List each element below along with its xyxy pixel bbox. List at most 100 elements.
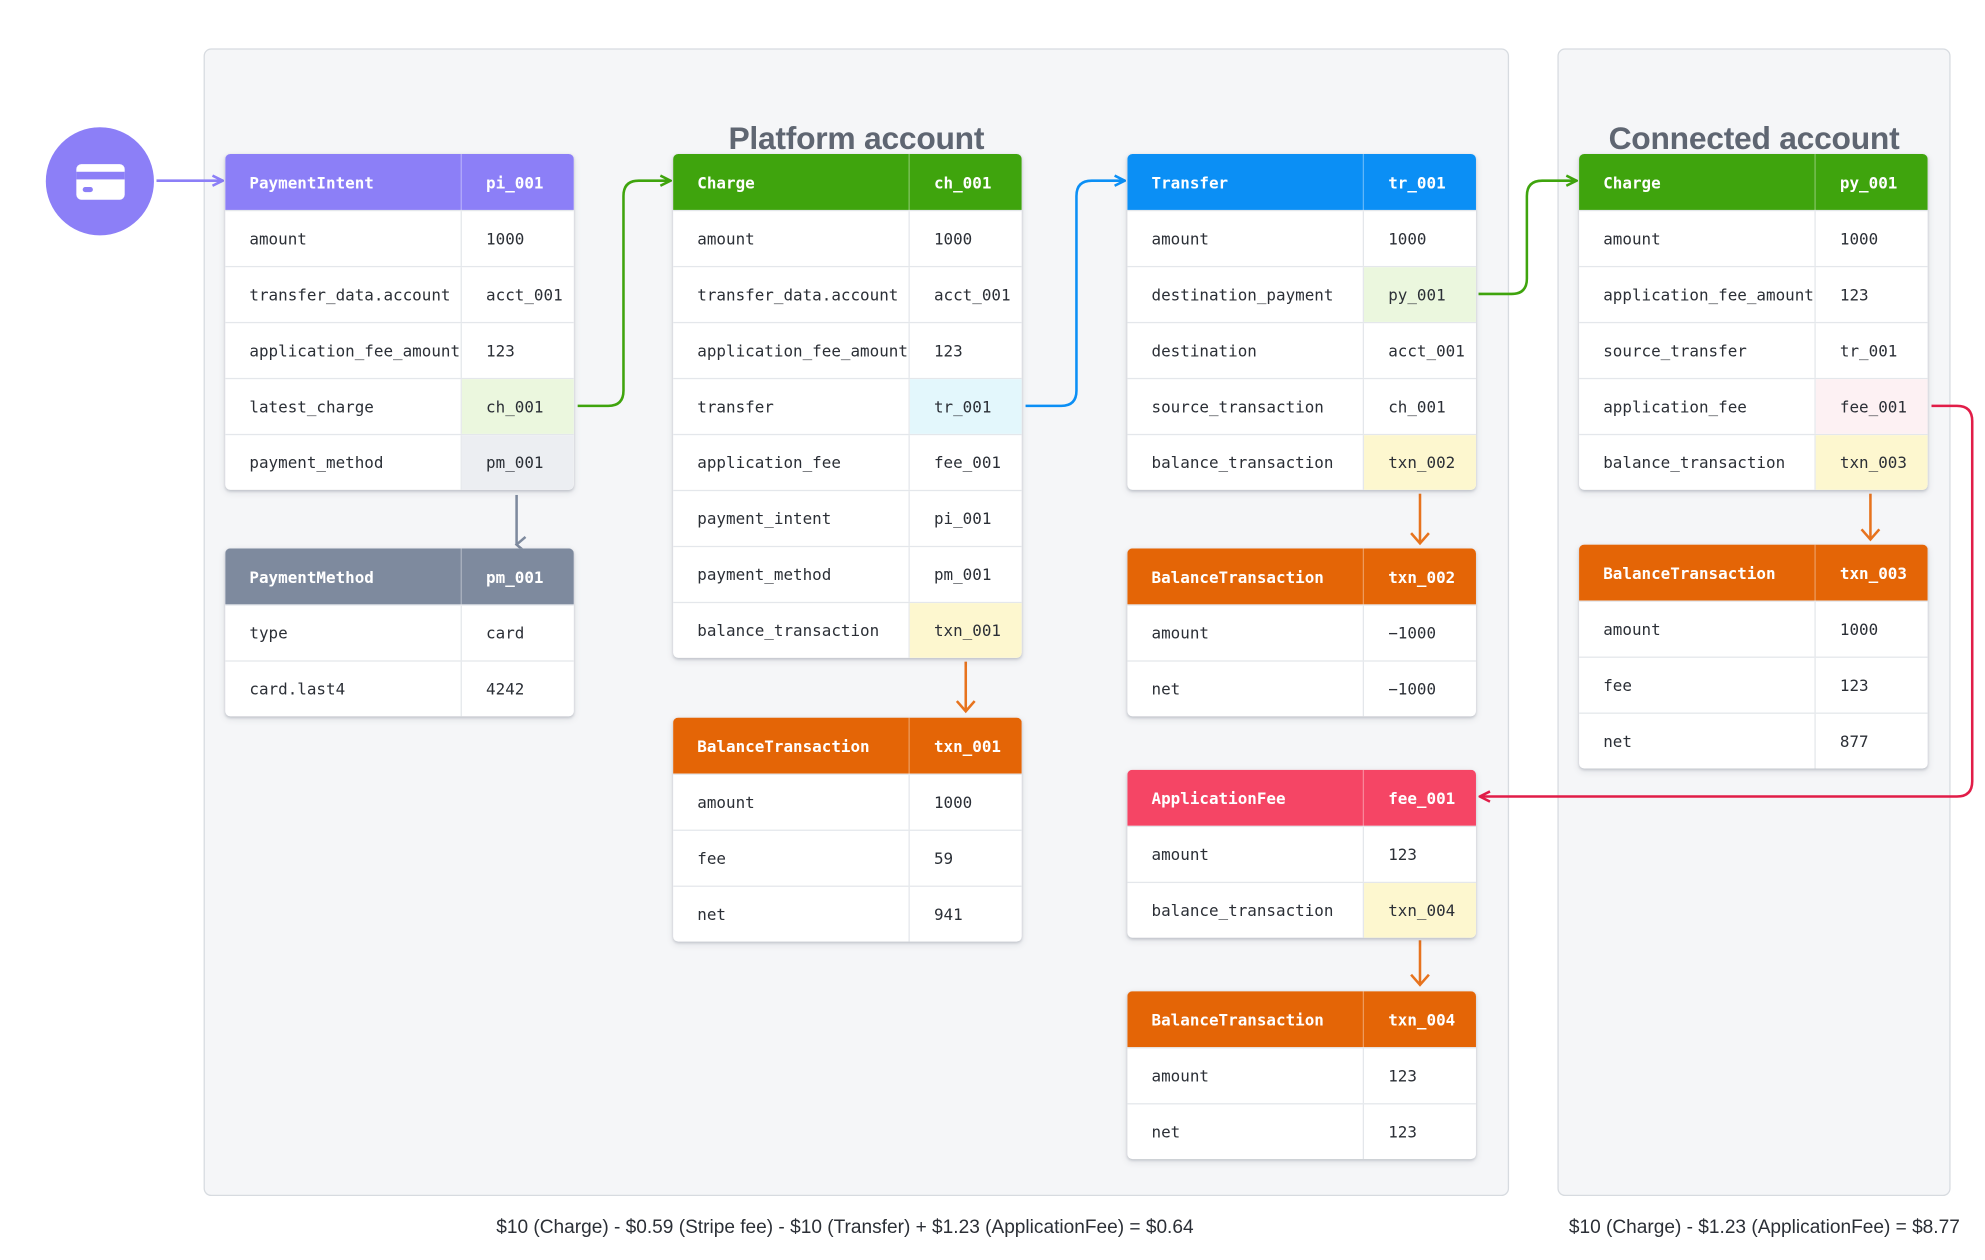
field-name: balance_transaction [1127, 435, 1365, 490]
field-value: 941 [933, 904, 963, 924]
object-field-row: amount −1000 [1127, 604, 1476, 661]
field-name: fee [673, 830, 910, 886]
field-name: amount [673, 774, 910, 830]
field-name: application_fee [1579, 379, 1816, 434]
field-name: payment_intent [673, 491, 910, 546]
field-value: fee_001 [1815, 379, 1928, 434]
field-value: txn_001 [909, 603, 1022, 658]
field-value: −1000 [1388, 679, 1437, 699]
field-value: −1000 [1388, 623, 1437, 643]
object-field-row: fee 59 [673, 829, 1022, 886]
field-name: application_fee_amount [1579, 267, 1816, 322]
field-value: 123 [1388, 844, 1417, 864]
object-field-row: source_transfer tr_001 [1579, 321, 1928, 378]
object-id-label: fee_001 [1388, 788, 1456, 808]
field-name: payment_method [673, 547, 910, 602]
field-value: py_001 [1364, 267, 1476, 322]
payment-card-badge [45, 127, 154, 236]
arrow-connected-charge-to-balance-txn-003 [1860, 493, 1881, 542]
object-type-label: BalanceTransaction [1127, 991, 1365, 1048]
field-name: amount [1127, 605, 1365, 661]
field-name: source_transaction [1127, 379, 1365, 434]
object-id-label: txn_003 [1839, 563, 1907, 583]
field-name: net [1579, 713, 1816, 769]
field-value: txn_003 [1815, 435, 1928, 490]
field-value: 123 [1388, 1122, 1417, 1142]
object-field-row: source_transaction ch_001 [1127, 377, 1476, 434]
object-type-label: ApplicationFee [1127, 769, 1365, 826]
object-type-label: PaymentIntent [225, 153, 462, 210]
object-id-label: txn_004 [1388, 1009, 1456, 1029]
field-value: fee_001 [933, 452, 1001, 473]
object-id-label: tr_001 [1388, 172, 1446, 192]
field-value: 123 [486, 341, 515, 361]
platform-account-title: Platform account [728, 120, 985, 157]
object-type-label: BalanceTransaction [673, 717, 910, 774]
field-name: transfer [673, 379, 910, 434]
field-name: source_transfer [1579, 323, 1816, 378]
field-name: amount [1127, 211, 1365, 266]
object-field-row: amount 1000 [1127, 209, 1476, 266]
field-name: fee [1579, 657, 1816, 713]
field-value: acct_001 [933, 285, 1011, 305]
arrow-destinationpayment-to-connected-charge [1478, 181, 1577, 296]
field-name: destination [1127, 323, 1365, 378]
object-id-label: pi_001 [486, 172, 544, 192]
field-name: balance_transaction [673, 603, 910, 658]
field-value: 123 [1839, 285, 1869, 305]
field-name: balance_transaction [1127, 883, 1365, 938]
field-value: acct_001 [486, 285, 563, 305]
object-type-label: BalanceTransaction [1579, 544, 1816, 601]
field-value: acct_001 [1388, 341, 1465, 361]
field-value: tr_001 [1839, 341, 1898, 361]
field-name: application_fee_amount [673, 323, 910, 378]
field-name: amount [1579, 211, 1816, 266]
field-value: 1000 [1388, 229, 1427, 249]
object-type-label: Charge [673, 153, 910, 210]
object-type-label: PaymentMethod [225, 548, 462, 605]
field-name: application_fee_amount [225, 323, 462, 378]
arrow-connected-applicationfee-to-applicationfee [1480, 404, 1974, 797]
field-name: application_fee [673, 435, 910, 490]
object-field-row: application_fee_amount 123 [1579, 265, 1928, 322]
object-id-label: pm_001 [486, 566, 544, 586]
field-value: ch_001 [1388, 396, 1446, 417]
field-value: 123 [1388, 1066, 1417, 1086]
field-name: net [1127, 1104, 1365, 1160]
object-type-label: BalanceTransaction [1127, 548, 1365, 605]
field-value: 1000 [486, 229, 525, 249]
field-name: amount [673, 211, 910, 266]
field-value: txn_004 [1364, 883, 1476, 938]
object-field-row: net−1000 [1127, 660, 1476, 717]
arrow-transfer-to-balance-txn-002 [1410, 493, 1430, 546]
connected-balance-equation: $10 (Charge) - $1.23 (ApplicationFee) = … [1568, 1216, 1960, 1239]
field-value: 59 [933, 848, 954, 868]
arrow-transfer-field-to-transfer [1025, 181, 1125, 408]
platform-balance-equation: $10 (Charge) - $0.59 (Stripe fee) - $10 … [496, 1216, 1194, 1239]
